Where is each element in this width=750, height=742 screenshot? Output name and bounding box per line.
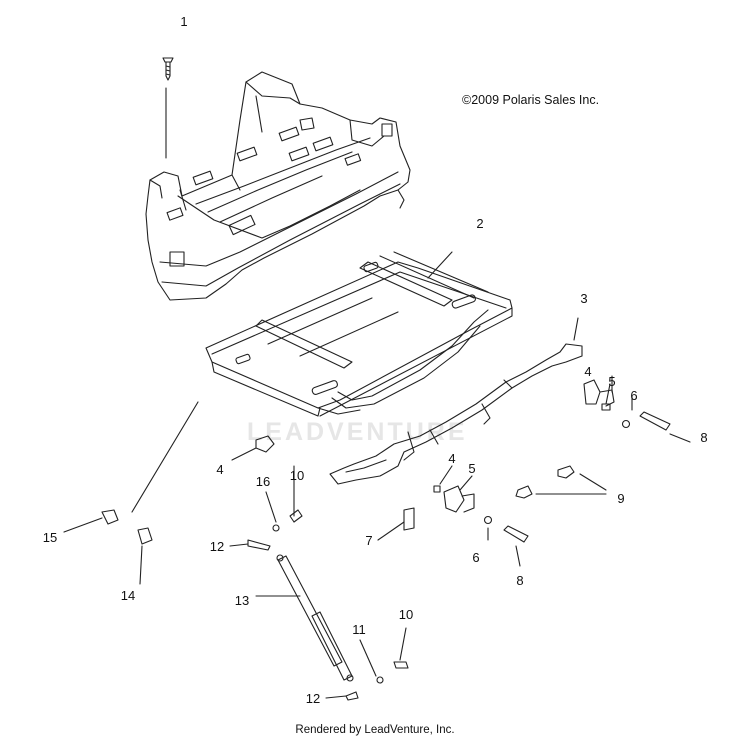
right-hardware	[583, 375, 691, 443]
callout-6-middle: 6	[472, 550, 480, 565]
callout-4: 4	[584, 364, 592, 379]
parts-11-10-12-lower	[325, 627, 409, 701]
footer-credit: Rendered by LeadVenture, Inc.	[295, 724, 455, 736]
parts-16-10-upper	[265, 465, 303, 532]
callout-5: 5	[608, 374, 616, 389]
nuts-part-9	[515, 465, 607, 499]
callout-7: 7	[365, 533, 373, 548]
callout-3: 3	[580, 291, 588, 306]
callout-10-upper: 10	[289, 468, 305, 483]
callout-11: 11	[352, 622, 366, 637]
callout-12-lower: 12	[305, 691, 321, 706]
callout-13: 13	[234, 593, 250, 608]
screw-part-1	[162, 57, 174, 159]
callout-8-middle: 8	[516, 573, 524, 588]
parts-15-14	[63, 401, 199, 585]
callout-15: 15	[42, 530, 58, 545]
callout-12-upper: 12	[209, 539, 225, 554]
callout-14: 14	[120, 588, 136, 603]
gas-strut-part-13	[229, 539, 354, 682]
callout-16: 16	[255, 474, 271, 489]
middle-hardware	[377, 465, 529, 567]
callout-10-lower: 10	[398, 607, 414, 622]
callout-1: 1	[180, 14, 188, 29]
callout-4-middle: 4	[448, 451, 456, 466]
frame-part-2	[205, 251, 513, 417]
cargo-box-part	[145, 71, 411, 301]
callout-5-middle: 5	[468, 461, 476, 476]
callout-6: 6	[630, 388, 638, 403]
callout-4-left: 4	[216, 462, 224, 477]
callout-9: 9	[617, 491, 625, 506]
shaft-part-3	[329, 317, 583, 485]
copyright-text: ©2009 Polaris Sales Inc.	[462, 93, 600, 107]
callout-8: 8	[700, 430, 708, 445]
bumper-part-4-left	[231, 435, 275, 461]
callout-2: 2	[476, 216, 484, 231]
